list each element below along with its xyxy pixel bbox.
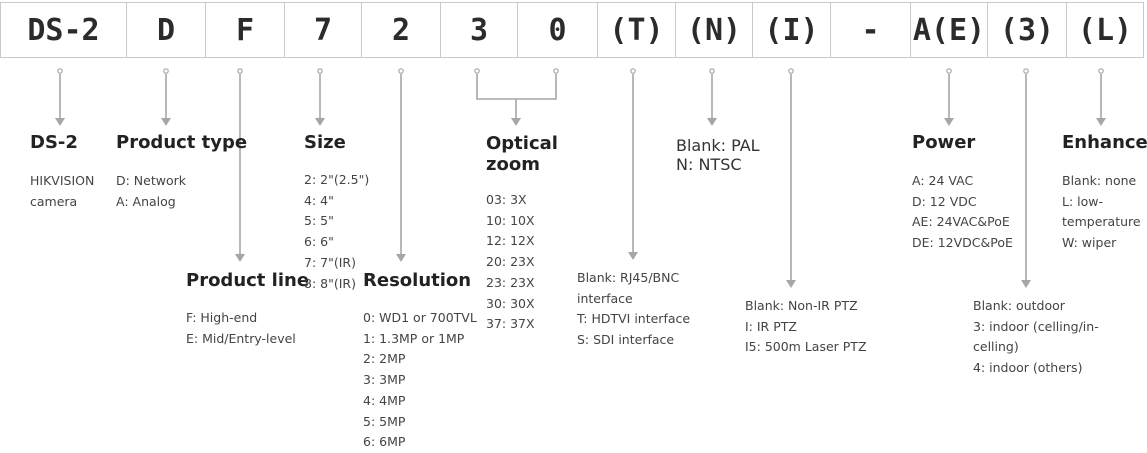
connector-interface-dot [630,68,636,74]
code-segment-ptz: (I) [752,2,831,58]
connector-zoom-arrowhead [511,118,521,126]
location-options: Blank: outdoor 3: indoor (celling/in- ce… [973,298,1099,376]
product-line-options: F: High-end E: Mid/Entry-level [186,310,296,346]
connector-size-dot [317,68,323,74]
enhanced-title: Enhanced [1062,132,1147,153]
connector-resolution-dot [398,68,404,74]
connector-location-arrowhead [1021,280,1031,288]
connector-size-arrowhead [315,118,325,126]
connector-location-dot [1023,68,1029,74]
power-options: A: 24 VAC D: 12 VDC AE: 24VAC&PoE DE: 12… [912,173,1013,251]
code-segment-size: 7 [284,2,362,58]
connector-enhanced-arrowhead [1096,118,1106,126]
code-segment-interface: (T) [597,2,676,58]
connector-product-type-dot [163,68,169,74]
connector-ds2-arrowhead [55,118,65,126]
code-segment-power: A(E) [910,2,988,58]
connector-zoom-bracket [476,74,557,100]
code-segment-video-standard: (N) [675,2,753,58]
model-code-row: DS-2 D F 7 2 3 0 (T) (N) (I) - A(E) (3) … [0,2,1144,60]
code-segment-product-type: D [126,2,206,58]
connector-interface-arrowhead [628,252,638,260]
optical-zoom-options: 03: 3X 10: 10X 12: 12X 20: 23X 23: 23X 3… [486,192,535,332]
connector-ptz-dot [788,68,794,74]
code-segment-zoom-2: 0 [517,2,598,58]
connector-zoom-left-dot [474,68,480,74]
code-segment-resolution: 2 [361,2,441,58]
ds2-description: HIKVISION camera [30,173,95,209]
size-options: 2: 2"(2.5") 4: 4" 5: 5" 6: 6" 7: 7"(IR) … [304,172,370,291]
code-segment-zoom-1: 3 [440,2,518,58]
connector-product-line-arrowhead [235,254,245,262]
interface-options: Blank: RJ45/BNC interface T: HDTVI inter… [577,270,691,348]
connector-ptz-arrowhead [786,280,796,288]
ptz-options: Blank: Non-IR PTZ I: IR PTZ I5: 500m Las… [745,298,867,355]
connector-enhanced-dot [1098,68,1104,74]
connector-video-standard-dot [709,68,715,74]
code-segment-ds2: DS-2 [0,2,127,58]
code-segment-enhanced: (L) [1066,2,1144,58]
ds2-title: DS-2 [30,132,78,153]
size-title: Size [304,132,346,153]
optical-zoom-title: Optical zoom [486,133,558,175]
connector-power-arrowhead [944,118,954,126]
code-segment-location: (3) [987,2,1067,58]
connector-product-line-dot [237,68,243,74]
product-type-options: D: Network A: Analog [116,173,187,209]
connector-power-dot [946,68,952,74]
resolution-options: 0: WD1 or 700TVL 1: 1.3MP or 1MP 2: 2MP … [363,310,477,450]
enhanced-options: Blank: none L: low- temperature W: wiper [1062,173,1141,251]
resolution-title: Resolution [363,270,472,291]
connector-resolution-arrowhead [396,254,406,262]
connector-product-type-arrowhead [161,118,171,126]
product-line-title: Product line [186,270,310,291]
connector-ds2-dot [57,68,63,74]
code-segment-product-line: F [205,2,285,58]
video-standard-options: Blank: PAL N: NTSC [676,136,760,174]
product-type-title: Product type [116,132,248,153]
power-title: Power [912,132,976,153]
code-segment-separator: - [830,2,911,58]
connector-zoom-right-dot [553,68,559,74]
connector-video-standard-arrowhead [707,118,717,126]
